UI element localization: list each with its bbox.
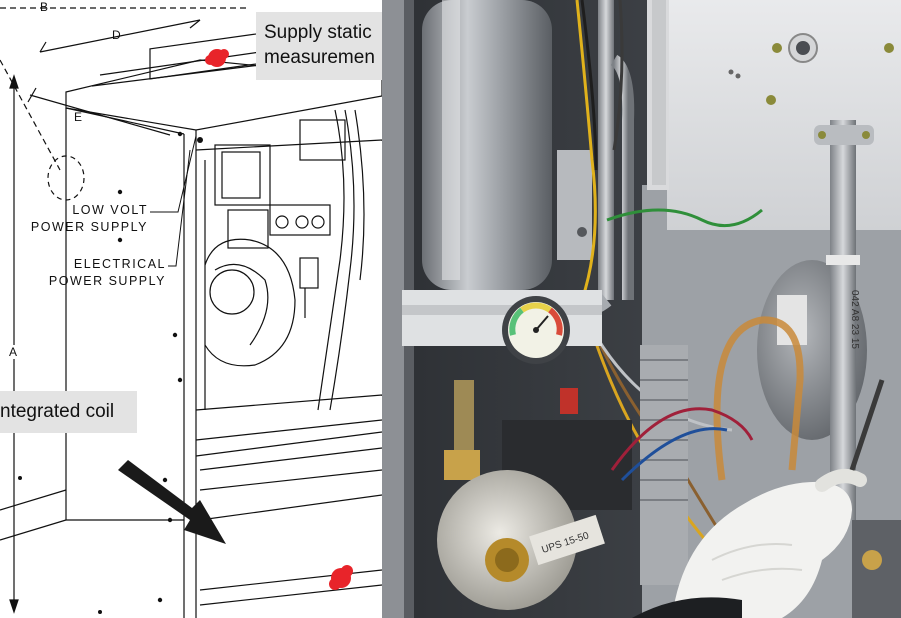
electrical-line1: ELECTRICAL [73, 257, 166, 271]
low-volt-line2: POWER SUPPLY [30, 220, 148, 234]
fan-label-text: 042 A8 23 15 [849, 290, 860, 349]
dimension-letter-e: E [74, 110, 83, 124]
boiler-interior-photo: UPS 15-50 042 [382, 0, 901, 618]
arrow-icon [118, 460, 226, 544]
dimension-letter-a: A [9, 345, 18, 359]
electrical-line2: POWER SUPPLY [48, 274, 166, 288]
supply-static-line2: measuremen [264, 47, 375, 68]
electrical-label: ELECTRICAL POWER SUPPLY [44, 256, 166, 290]
supply-static-callout: Supply static measuremen [256, 12, 382, 80]
low-volt-line1: LOW VOLT [72, 203, 148, 217]
air-handler-diagram: B D E A LOW VOLT POWER SUPPLY ELECTRICAL… [0, 0, 382, 618]
gloved-hand [672, 481, 852, 618]
low-volt-label: LOW VOLT POWER SUPPLY [30, 202, 148, 236]
boiler-interior-illustration: UPS 15-50 042 [382, 0, 901, 618]
supply-static-line1: Supply static [264, 22, 372, 43]
air-handler-line-drawing [0, 7, 382, 618]
dimension-letter-d: D [112, 28, 121, 42]
dimension-letter-b: B [40, 0, 49, 14]
integrated-coil-callout: ntegrated coil [0, 391, 137, 433]
